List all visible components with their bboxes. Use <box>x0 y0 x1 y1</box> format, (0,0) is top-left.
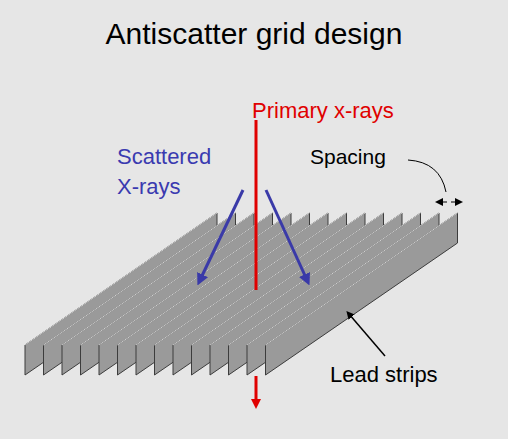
primary-ray <box>255 120 258 290</box>
spacing-label: Spacing <box>310 144 386 169</box>
strips-label: Lead strips <box>330 362 438 388</box>
strip-edge <box>266 213 458 345</box>
scatter-ray <box>266 190 307 280</box>
title: Antiscatter grid design <box>0 16 508 52</box>
lead-strip <box>266 213 458 375</box>
scatter-label: Scattered X-rays <box>117 142 229 201</box>
spacing-arrow <box>439 202 447 203</box>
scatter-ray <box>200 190 243 280</box>
strip-edge <box>247 213 439 345</box>
lead-strips <box>25 213 458 375</box>
spacing-arrow <box>451 202 459 203</box>
strips-leader <box>349 314 385 356</box>
spacing-leader <box>408 160 446 192</box>
primary-label: Primary x-rays <box>252 98 394 124</box>
primary-ray-exit <box>255 376 258 404</box>
